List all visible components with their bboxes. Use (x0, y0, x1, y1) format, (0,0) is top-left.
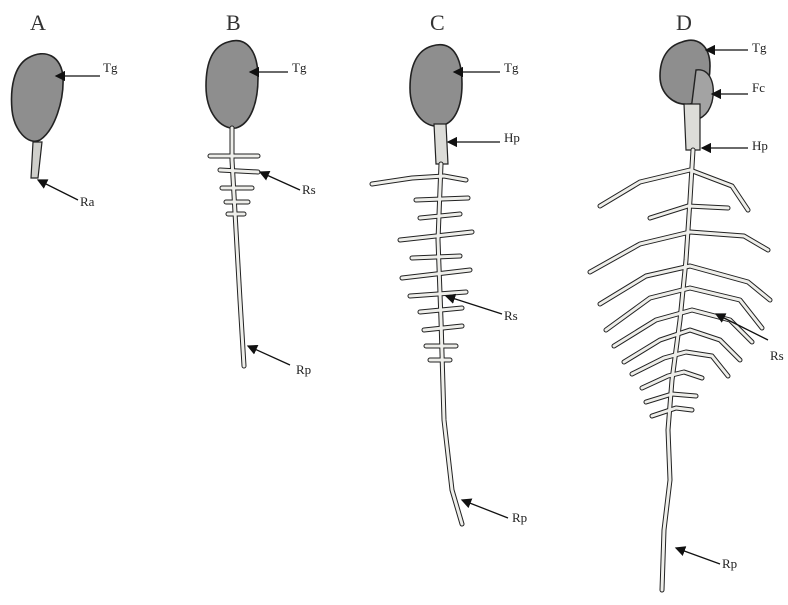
hypocotyl-c (434, 124, 448, 164)
arrow-d-rp (676, 548, 720, 564)
root-system-b (210, 128, 258, 366)
hypocotyl-d (684, 104, 700, 150)
label-b-rs: Rs (302, 182, 316, 197)
arrow-c-rs (446, 296, 502, 314)
label-d-fc: Fc (752, 80, 765, 95)
arrow-b-rs (260, 172, 300, 190)
arrow-c-rp (462, 500, 508, 518)
label-d-tg: Tg (752, 40, 767, 55)
label-d-rs: Rs (770, 348, 784, 363)
label-c-tg: Tg (504, 60, 519, 75)
panel-a: A Tg Ra (12, 10, 118, 209)
panel-letter-d: D (676, 10, 692, 35)
arrow-a-ra (38, 180, 78, 200)
arrow-b-rp (248, 346, 290, 365)
panel-letter-a: A (30, 10, 46, 35)
seed-b (206, 41, 258, 129)
panel-b: B Tg Rs Rp (206, 10, 316, 377)
radicle-a (31, 142, 42, 178)
panel-d: D Tg Fc Hp Rs Rp (590, 10, 784, 590)
label-a-ra: Ra (80, 194, 95, 209)
label-b-tg: Tg (292, 60, 307, 75)
label-d-hp: Hp (752, 138, 768, 153)
label-c-rp: Rp (512, 510, 527, 525)
panel-letter-b: B (226, 10, 241, 35)
label-c-hp: Hp (504, 130, 520, 145)
label-d-rp: Rp (722, 556, 737, 571)
label-c-rs: Rs (504, 308, 518, 323)
panel-c: C Tg Hp Rs Rp (372, 10, 527, 525)
label-a-tg: Tg (103, 60, 118, 75)
panel-letter-c: C (430, 10, 445, 35)
seed-a (12, 54, 64, 142)
seed-c (410, 45, 462, 126)
label-b-rp: Rp (296, 362, 311, 377)
root-system-c (372, 164, 472, 524)
root-system-d (590, 150, 770, 590)
